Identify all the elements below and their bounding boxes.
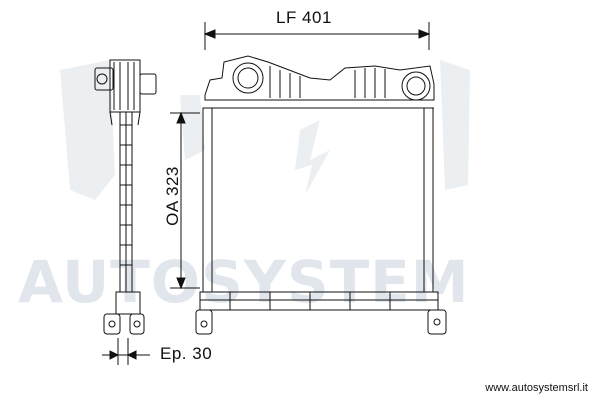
height-dimension xyxy=(170,111,200,290)
website-url[interactable]: www.autosystemsrl.it xyxy=(485,382,588,394)
side-view xyxy=(94,59,157,335)
width-dimension xyxy=(203,22,431,50)
watermark-graphic xyxy=(60,60,470,200)
height-dimension-label: OA 323 xyxy=(163,166,182,226)
watermark-text: AUTOSYSTEM xyxy=(18,248,470,316)
thickness-dimension xyxy=(102,338,150,365)
width-dimension-label: LF 401 xyxy=(276,8,332,27)
thickness-dimension-label: Ep. 30 xyxy=(160,344,213,363)
front-view xyxy=(195,55,447,335)
